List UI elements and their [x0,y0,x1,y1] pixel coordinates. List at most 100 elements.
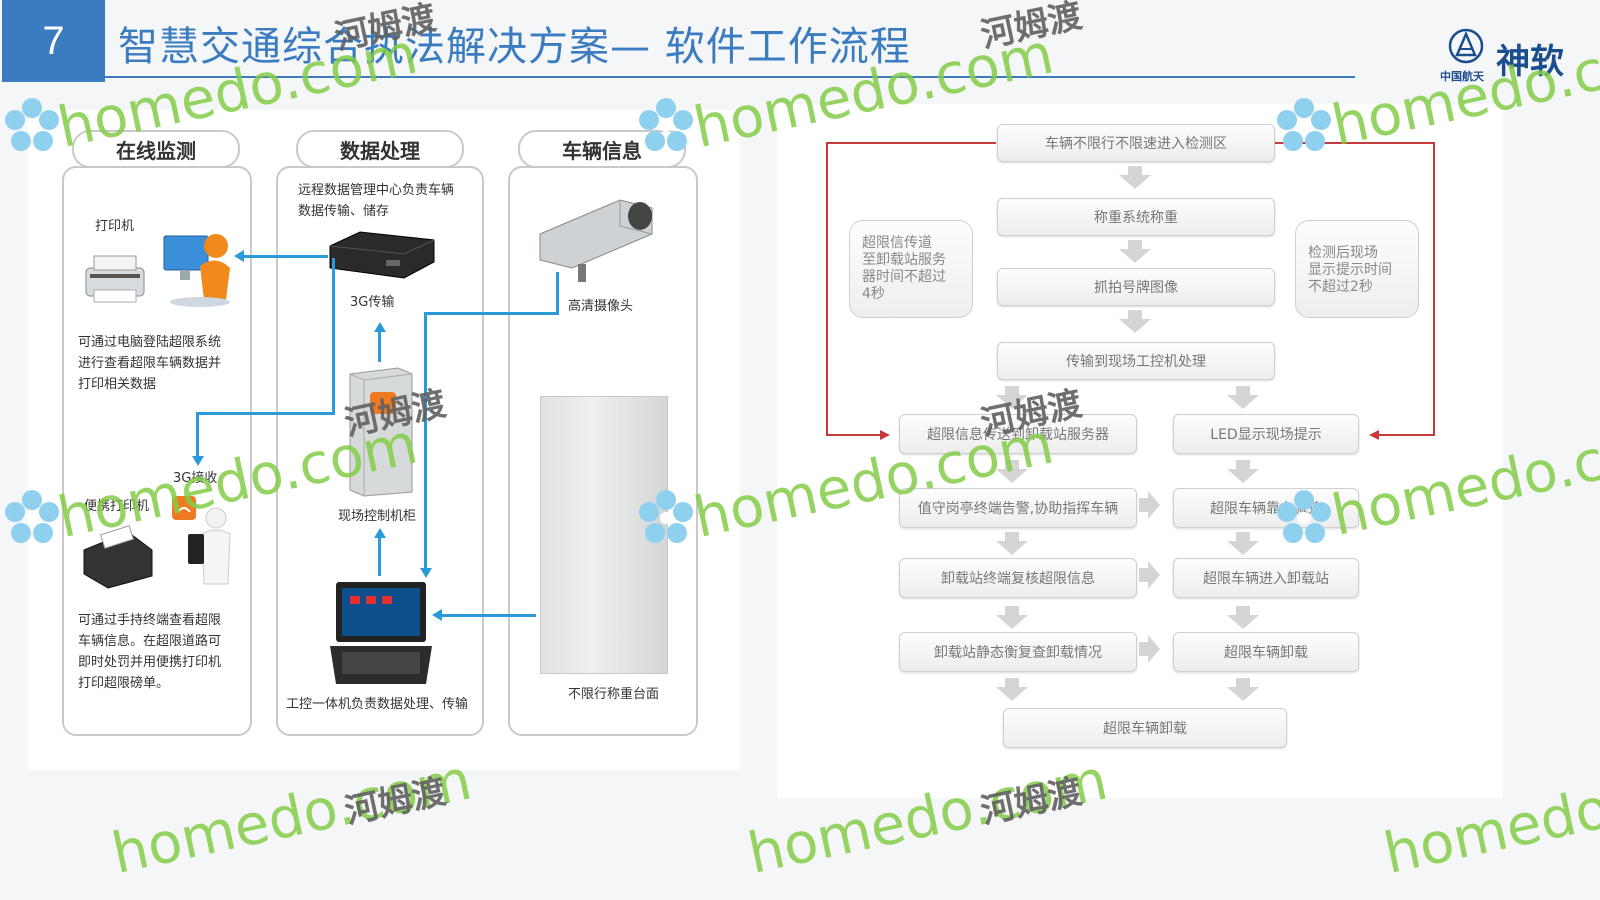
watermark-flower-icon [5,490,59,543]
step-capture-plate: 抓拍号牌图像 [997,268,1275,306]
connector-server-to-user [242,255,328,258]
logo-brand-text: 神软 [1496,42,1564,82]
connector-server-trunk [332,258,335,412]
printer-label: 打印机 [95,219,135,234]
right-arrow-stem [1139,498,1148,512]
arrow-platform-to-ipc [432,609,442,621]
connector-cabinet-up [378,332,381,362]
step-terminal-review: 卸载站终端复核超限信息 [899,558,1137,598]
red-line-left-top [826,142,996,144]
connector-ipc-up [378,538,381,576]
note-display-time: 检测后现场 显示提示时间 不超过2秒 [1295,220,1419,318]
step-led-display: LED显示现场提示 [1173,414,1359,454]
down-arrow-icon [1119,249,1151,263]
receive-3g-label: 3G接收 [173,471,218,486]
red-line-left-vertical [826,142,828,436]
down-arrow-stem [1128,310,1142,319]
red-arrow-left [1369,430,1379,440]
red-arrow-right [880,430,890,440]
right-arrow-icon [1148,635,1160,663]
down-arrow-icon [1227,395,1259,409]
column-title-data-processing: 数据处理 [296,130,464,168]
watermark-text: 河姆渡 [341,771,450,833]
step-static-scale-check: 卸载站静态衡复查卸载情况 [899,632,1137,672]
printer-icon [85,255,145,303]
watermark-flower-icon [1277,490,1331,543]
workflow-flowchart: 车辆不限行不限速进入检测区 称重系统称重 抓拍号牌图像 传输到现场工控机处理 超… [777,104,1503,798]
down-arrow-stem [1128,166,1142,175]
down-arrow-stem [1005,532,1019,541]
arrow-camera-to-ipc [420,568,432,578]
slide-title: 智慧交通综合执法解决方案— 软件工作流程 [118,24,911,70]
handheld-terminal-user-icon [172,496,231,585]
portable-printer-label: 便携打印机 [84,499,150,514]
connector-platform-to-ipc [440,614,536,617]
down-arrow-icon [1227,541,1259,555]
down-arrow-stem [1236,678,1250,687]
computer-user-icon [163,234,230,307]
connector-to-receive [196,412,335,415]
platform-label: 不限行称重台面 [568,687,660,702]
cabinet-label: 现场控制机柜 [338,509,417,524]
down-arrow-icon [996,395,1028,409]
server-description: 远程数据管理中心负责车辆 数据传输、储存 [298,183,455,219]
down-arrow-stem [1005,386,1019,395]
watermark-flower-icon [1277,98,1331,151]
column-online-monitoring [62,166,252,736]
down-arrow-stem [1005,606,1019,615]
note-transmit-time: 超限信传道 至卸载站服务 器时间不超过 4秒 [849,220,973,318]
printer-description: 可通过电脑登陆超限系统 进行查看超限车辆数据并 打印相关数据 [78,335,222,392]
down-arrow-stem [1236,386,1250,395]
company-logo: 中国航天 神软 [1440,28,1590,88]
down-arrow-stem [1236,460,1250,469]
step-weighing: 称重系统称重 [997,198,1275,236]
down-arrow-stem [1236,532,1250,541]
down-arrow-icon [1119,175,1151,189]
arrow-to-cabinet [374,528,386,538]
arrow-to-handheld [192,456,204,466]
data-server-icon [329,231,435,279]
down-arrow-icon [996,615,1028,629]
connector-camera-vertical [424,312,427,570]
casic-emblem-icon [1448,28,1484,64]
down-arrow-icon [1119,319,1151,333]
slide-number: 7 [2,0,105,82]
red-line-left-bottom [826,434,882,436]
ipc-label: 工控一体机负责数据处理、传输 [286,697,469,712]
right-arrow-icon [1148,491,1160,519]
down-arrow-icon [996,541,1028,555]
watermark-text: 河姆渡 [977,0,1086,57]
step-enter-unload-station: 超限车辆进入卸载站 [1173,558,1359,598]
step-send-to-unload-server: 超限信息传送到卸载站服务器 [899,414,1137,454]
right-arrow-stem [1139,642,1148,656]
down-arrow-stem [1005,460,1019,469]
connector-camera-drop [556,272,559,315]
step-transmit-ipc: 传输到现场工控机处理 [997,342,1275,380]
step-booth-alarm: 值守岗亭终端告警,协助指挥车辆 [899,488,1137,528]
logo-org-text: 中国航天 [1440,70,1484,83]
red-line-right-vertical [1433,142,1435,436]
down-arrow-stem [1236,606,1250,615]
arrow-to-computer [234,250,244,262]
red-line-right-bottom [1377,434,1435,436]
watermark-flower-icon [639,98,693,151]
down-arrow-icon [1227,469,1259,483]
down-arrow-icon [996,687,1028,701]
down-arrow-icon [996,469,1028,483]
down-arrow-stem [1005,678,1019,687]
right-arrow-icon [1148,561,1160,589]
arrow-to-server [374,322,386,332]
connector-receive-drop [196,412,199,458]
red-line-right-top [1275,142,1435,144]
portable-printer-icon [83,525,153,589]
portable-printer-description: 可通过手持终端查看超限 车辆信息。在超限道路可 即时处罚并用便携打印机 打印超限… [78,613,222,691]
right-arrow-stem [1139,568,1148,582]
step-enter-detection-zone: 车辆不限行不限速进入检测区 [997,124,1275,162]
industrial-pc-icon [330,582,432,684]
camera-label: 高清摄像头 [568,299,634,314]
system-architecture-diagram: 在线监测 数据处理 车辆信息 打印机 可通过电脑登陆超限系统 进行查看超限车辆数… [28,110,740,770]
down-arrow-stem [1128,240,1142,249]
down-arrow-icon [1227,687,1259,701]
control-cabinet-icon [349,367,413,497]
watermark-flower-icon [639,490,693,543]
